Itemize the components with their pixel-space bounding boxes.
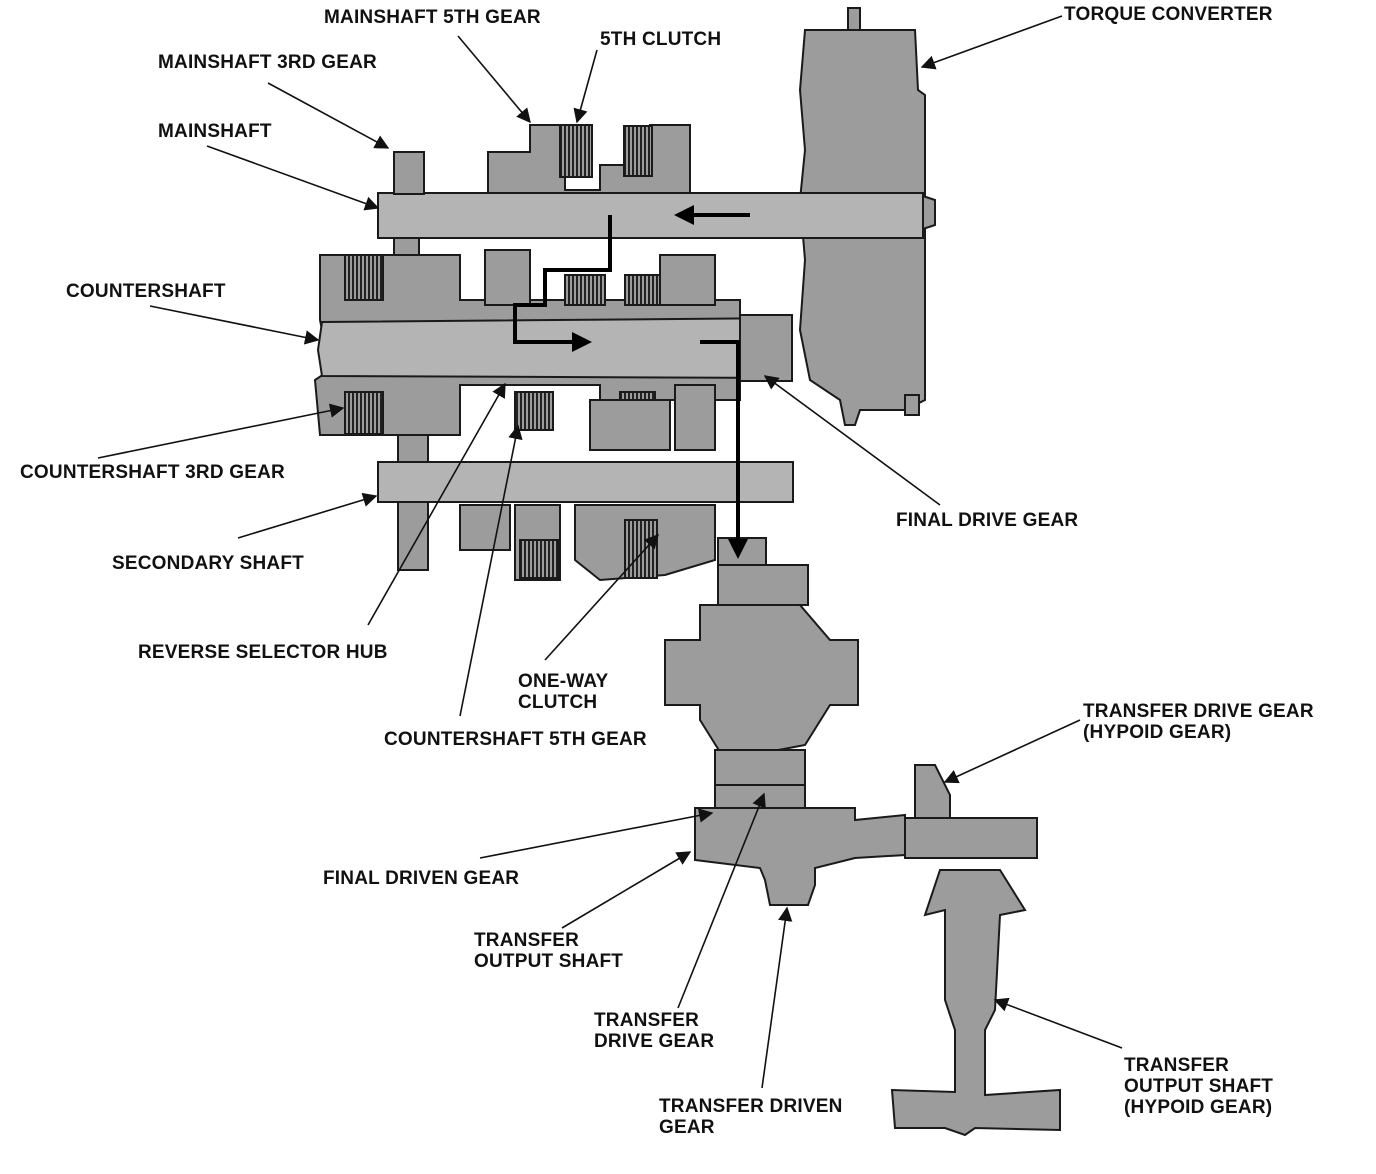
label-mainshaft-3rd-gear: MAINSHAFT 3RD GEAR bbox=[158, 52, 377, 73]
label-countershaft: COUNTERSHAFT bbox=[66, 281, 226, 302]
transfer-assembly bbox=[694, 764, 1061, 1137]
label-transfer-output-shaft-hypoid-line1: TRANSFER bbox=[1124, 1055, 1230, 1076]
leader-lines bbox=[97, 15, 1123, 1089]
label-mainshaft-5th-gear: MAINSHAFT 5TH GEAR bbox=[324, 7, 541, 28]
label-transfer-output-shaft-hypoid-line3: (HYPOID GEAR) bbox=[1124, 1097, 1273, 1118]
label-transfer-drive-gear-line2: DRIVE GEAR bbox=[594, 1031, 715, 1052]
label-transfer-output-shaft-line2: OUTPUT SHAFT bbox=[474, 951, 624, 972]
power-flow-path bbox=[513, 205, 750, 559]
label-torque-converter: TORQUE CONVERTER bbox=[1064, 4, 1273, 25]
label-one-way-clutch-line1: ONE-WAY bbox=[518, 671, 609, 692]
label-secondary-shaft: SECONDARY SHAFT bbox=[112, 553, 304, 574]
label-transfer-drive-gear-line1: TRANSFER bbox=[594, 1010, 700, 1031]
label-final-driven-gear: FINAL DRIVEN GEAR bbox=[323, 868, 520, 889]
label-transfer-output-shaft-hypoid-line2: OUTPUT SHAFT bbox=[1124, 1076, 1274, 1097]
label-transfer-output-shaft-line1: TRANSFER bbox=[474, 930, 580, 951]
label-transfer-driven-gear-line2: GEAR bbox=[659, 1117, 715, 1138]
label-transfer-drive-gear-hypoid-line1: TRANSFER DRIVE GEAR bbox=[1083, 701, 1314, 722]
label-countershaft-3rd-gear: COUNTERSHAFT 3RD GEAR bbox=[20, 462, 285, 483]
mainshaft-5th-gear-assembly bbox=[487, 124, 691, 194]
secondary-shaft bbox=[377, 461, 794, 503]
countershaft bbox=[316, 314, 793, 382]
label-mainshaft: MAINSHAFT bbox=[158, 121, 272, 142]
label-transfer-driven-gear-line1: TRANSFER DRIVEN bbox=[659, 1096, 843, 1117]
differential bbox=[664, 537, 859, 811]
label-transfer-drive-gear-hypoid-line2: (HYPOID GEAR) bbox=[1083, 722, 1232, 743]
label-reverse-selector-hub: REVERSE SELECTOR HUB bbox=[138, 642, 388, 663]
label-5th-clutch: 5TH CLUTCH bbox=[600, 29, 722, 50]
label-final-drive-gear: FINAL DRIVE GEAR bbox=[896, 510, 1079, 531]
label-countershaft-5th-gear: COUNTERSHAFT 5TH GEAR bbox=[384, 729, 647, 750]
label-one-way-clutch-line2: CLUTCH bbox=[518, 692, 598, 713]
